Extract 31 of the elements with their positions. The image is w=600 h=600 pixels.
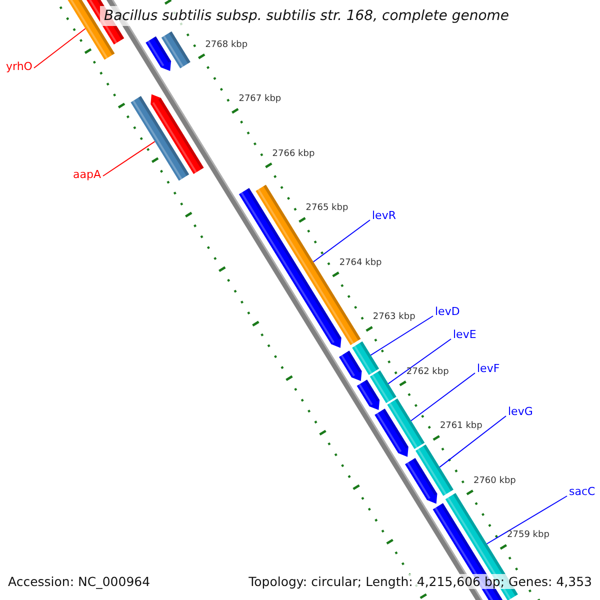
accession-text: Accession: NC_000964	[8, 574, 150, 589]
gene-label: levR	[372, 209, 396, 222]
scale-label: 2761 kbp	[440, 421, 482, 432]
gene-segment	[416, 444, 454, 496]
leader-line	[312, 220, 370, 262]
gene-label: yrhO	[6, 60, 32, 73]
scale-label: 2760 kbp	[473, 476, 516, 486]
scale-label: 2767 kbp	[238, 94, 282, 104]
scale-label: 2762 kbp	[406, 366, 449, 377]
scale-label: 2763 kbp	[372, 312, 416, 322]
gene-label: levG	[508, 405, 533, 418]
gene-segment	[370, 370, 396, 404]
gene-label: levE	[453, 328, 476, 341]
gene-label: levF	[477, 362, 500, 375]
gene-label: aapA	[73, 168, 101, 181]
leader-line	[410, 372, 476, 422]
scale-label: 2764 kbp	[339, 258, 382, 268]
gene-label: levD	[435, 305, 460, 318]
gene-label: sacC	[569, 485, 596, 498]
scale-label: 2759 kbp	[507, 530, 550, 540]
summary-text: Topology: circular; Length: 4,215,606 bp; Genes: 4,353	[248, 574, 592, 589]
leader-line	[486, 496, 568, 544]
scale-label: 2766 kbp	[272, 148, 315, 159]
scale-label: 2768 kbp	[205, 40, 248, 50]
gene-segment	[130, 96, 190, 181]
gene-segment	[387, 398, 425, 450]
gene-segment	[256, 184, 361, 346]
gene-segment	[352, 341, 380, 375]
leader-line	[439, 416, 506, 468]
scale-label: 2765 kbp	[306, 203, 348, 214]
leader-line	[34, 28, 86, 68]
